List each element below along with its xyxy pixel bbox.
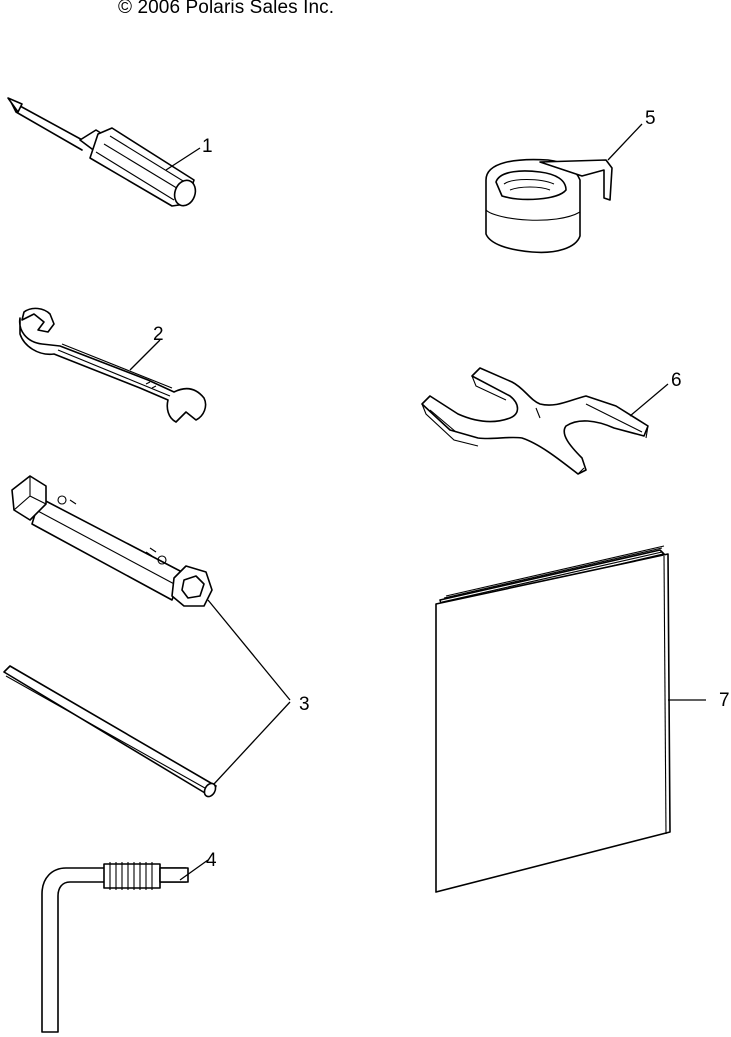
callout-1: 1 xyxy=(202,136,213,157)
copyright-notice: © 2006 Polaris Sales Inc. xyxy=(118,0,335,18)
callout-5: 5 xyxy=(645,108,656,129)
leader-lines xyxy=(129,123,706,881)
tommy-bar-part[interactable] xyxy=(3,665,218,799)
strap-part[interactable] xyxy=(485,158,613,254)
screwdriver-part[interactable] xyxy=(7,97,199,209)
spark-plug-socket-part[interactable] xyxy=(11,475,213,607)
callout-6: 6 xyxy=(671,370,682,391)
callout-4: 4 xyxy=(206,850,217,871)
callout-7: 7 xyxy=(719,690,730,711)
owners-manual-part[interactable] xyxy=(435,545,671,893)
spanner-tool-part[interactable] xyxy=(421,367,649,475)
hex-key-part[interactable] xyxy=(41,862,189,1033)
wrench-part[interactable] xyxy=(18,307,207,423)
callout-2: 2 xyxy=(153,324,164,345)
callout-3: 3 xyxy=(299,694,310,715)
